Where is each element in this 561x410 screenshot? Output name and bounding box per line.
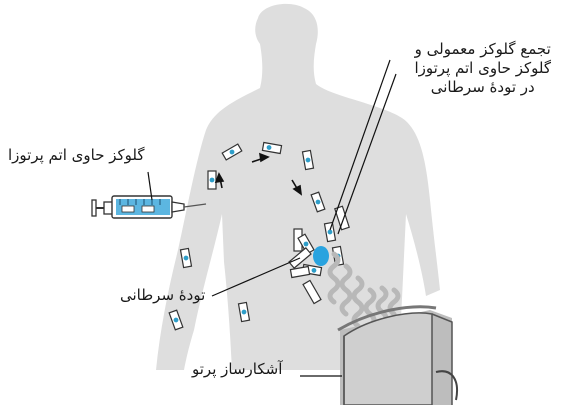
radiation-detector xyxy=(338,307,457,405)
accumulation-label-line1: تجمع گلوکز معمولی و xyxy=(414,40,551,59)
tumor-label: تودهٔ سرطانی xyxy=(120,286,205,305)
accumulation-label-line2: گلوکز حاوی اتم پرتوزا xyxy=(414,59,551,78)
radioactive-glucose-label: گلوکز حاوی اتم پرتوزا xyxy=(8,146,145,165)
detector-label: آشکارساز پرتو xyxy=(192,360,282,379)
accumulation-label: تجمع گلوکز معمولی و گلوکز حاوی اتم پرتوز… xyxy=(414,40,551,96)
tumor xyxy=(313,246,329,266)
glucose-molecule xyxy=(208,171,216,189)
accumulation-label-line3: در تودهٔ سرطانی xyxy=(414,78,551,97)
